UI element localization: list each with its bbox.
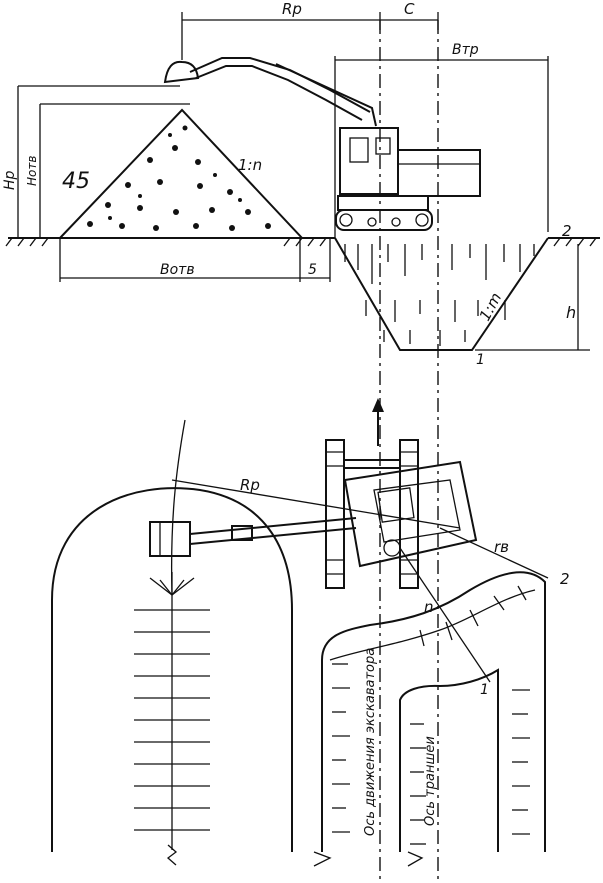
section-view: 45 1:n Bотв 5 Hр Hотв Rр C: [2, 0, 600, 368]
b-otv-label: Bотв: [160, 262, 195, 278]
h-label: h: [566, 303, 576, 322]
slope-n-label: 1:n: [238, 156, 262, 174]
plan-radii: Rр rв n 2 1: [171, 476, 570, 698]
spoil-heap: 45 1:n: [57, 108, 305, 239]
excavator-plan: [149, 439, 478, 589]
heap-width-dimension: Bотв 5: [59, 238, 331, 282]
point-1-top-label: 1: [476, 352, 485, 368]
center-lines: [379, 20, 439, 880]
point-2-plan-label: 2: [560, 570, 570, 588]
h-p-label: Hр: [2, 170, 18, 190]
plan-view: Rр rв n 2 1 Ось движения экскаватора Ось…: [51, 398, 570, 867]
axis-excavator-label: Ось движения экскаватора: [363, 648, 378, 836]
ground-line: [5, 237, 600, 247]
five-label: 5: [308, 262, 317, 278]
top-dimensions: Rр C Bтр: [181, 0, 549, 238]
point-1-plan-label: 1: [480, 682, 489, 698]
rp-top-label: Rр: [282, 0, 302, 18]
dig-radius-arc: [170, 419, 186, 596]
angle-label: 45: [62, 169, 90, 194]
heap-plan: [51, 487, 293, 866]
point-2-top-label: 2: [562, 222, 572, 240]
trench-plan: [313, 571, 546, 867]
excavator-side: [163, 57, 481, 231]
n-plan-label: n: [424, 598, 434, 616]
h-otv-label: Hотв: [25, 156, 39, 186]
rp-plan-label: Rр: [240, 476, 260, 494]
c-label: C: [404, 0, 415, 18]
r-small-label: rв: [494, 538, 509, 556]
trench-section: 1:m 2 1 h: [334, 222, 590, 368]
axis-trench-label: Ось траншеи: [423, 736, 438, 826]
height-dimensions: Hр Hотв: [2, 85, 190, 238]
b-tr-label: Bтр: [452, 42, 479, 58]
direction-arrow: [372, 398, 384, 446]
